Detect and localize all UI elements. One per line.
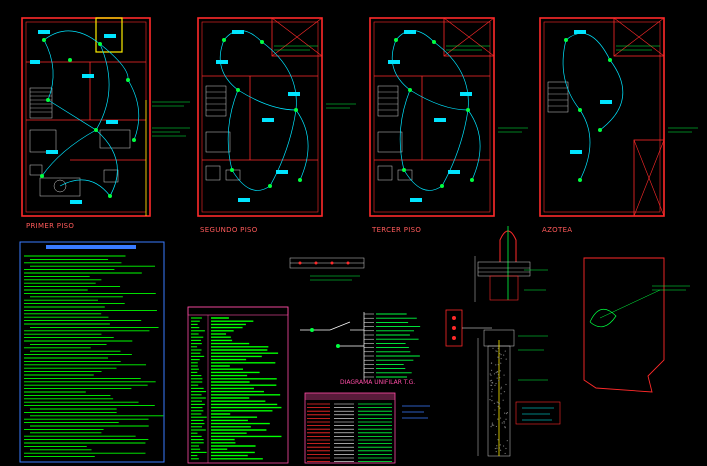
single-line-diagram-title: DIAGRAMA UNIFILAR T.G.: [340, 379, 415, 386]
plan-label-segundo-piso: SEGUNDO PISO: [200, 226, 258, 234]
plan-label-primer-piso: PRIMER PISO: [26, 222, 74, 230]
plan-label-tercer-piso: TERCER PISO: [371, 226, 421, 234]
floor-plan-azotea: AZOTEA: [539, 17, 698, 234]
grounding-details: [445, 226, 561, 457]
load-schedule-table: [187, 306, 289, 464]
site-location-plan: [583, 257, 690, 393]
floor-plan-primer-piso: PRIMER PISO: [21, 17, 190, 230]
circuit-table: [304, 392, 430, 464]
general-notes-panel: [19, 241, 165, 463]
single-line-diagram: DIAGRAMA UNIFILAR T.G.: [289, 257, 421, 386]
floor-plan-segundo-piso: SEGUNDO PISO: [197, 17, 356, 234]
plan-label-azotea: AZOTEA: [542, 226, 572, 234]
floor-plan-tercer-piso: TERCER PISO: [369, 17, 528, 234]
